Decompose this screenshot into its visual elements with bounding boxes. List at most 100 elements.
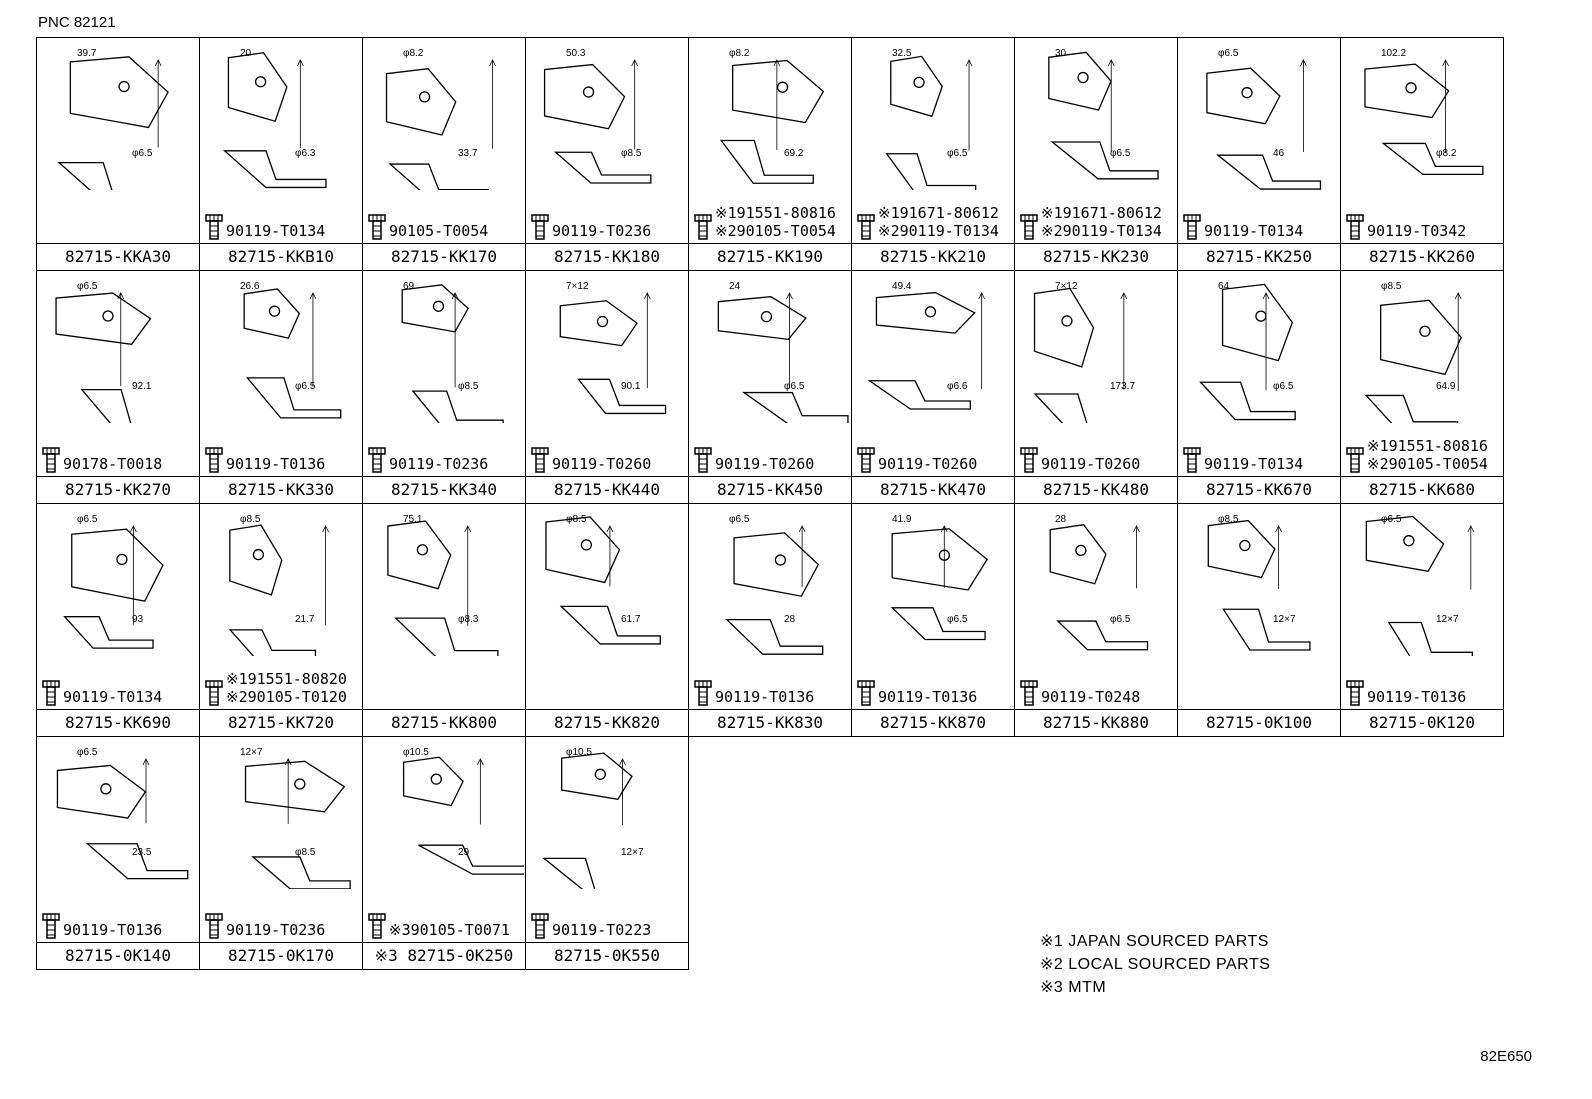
fastener-part-number[interactable]: 90119-T0236 — [552, 222, 652, 240]
dimension-label: φ8.5 — [566, 514, 587, 525]
dimension-label: φ8.2 — [1436, 148, 1457, 159]
dimension-label: φ6.6 — [947, 381, 968, 392]
dimension-label: φ6.5 — [1273, 381, 1294, 392]
fastener-part-number[interactable]: 90119-T0136 — [63, 921, 163, 939]
dimension-label: 69 — [403, 281, 415, 292]
part-number[interactable]: 82715-KK450 — [689, 476, 851, 503]
dimension-label: 28 — [1055, 514, 1067, 525]
part-number[interactable]: 82715-KK670 — [1178, 476, 1340, 503]
part-number[interactable]: 82715-KK880 — [1015, 709, 1177, 736]
fastener-part-number[interactable]: ※290119-T0134 — [878, 222, 999, 240]
dimension-label: φ6.5 — [1218, 48, 1239, 59]
fastener-part-number[interactable]: 90119-T0136 — [878, 688, 978, 706]
bolt-icon — [1183, 214, 1201, 240]
part-number[interactable]: 82715-KK230 — [1015, 243, 1177, 270]
part-number[interactable]: ※3 82715-0K250 — [363, 942, 525, 969]
part-number[interactable]: 82715-0K120 — [1341, 709, 1503, 736]
bracket-sketch-icon — [57, 56, 169, 190]
bracket-sketch-icon — [725, 525, 824, 655]
part-number[interactable]: 82715-0K140 — [37, 942, 199, 969]
fastener-part-number[interactable]: 90119-T0134 — [226, 222, 326, 240]
fastener-part-number[interactable]: 90119-T0236 — [389, 455, 489, 473]
part-number[interactable]: 82715-KK340 — [363, 476, 525, 503]
fastener-part-number[interactable]: 90119-T0342 — [1367, 222, 1467, 240]
fastener-part-number[interactable]: 90119-T0248 — [1041, 688, 1141, 706]
fastener-callout: 90119-T0260 — [530, 447, 651, 473]
fastener-part-number[interactable]: 90119-T0134 — [1204, 222, 1304, 240]
fastener-part-number[interactable]: 90119-T0134 — [63, 688, 163, 706]
part-number[interactable]: 82715-KK330 — [200, 476, 362, 503]
part-number[interactable]: 82715-KKB10 — [200, 243, 362, 270]
dimension-label: φ6.5 — [947, 148, 968, 159]
part-number[interactable]: 82715-KK210 — [852, 243, 1014, 270]
part-number[interactable]: 82715-KK480 — [1015, 476, 1177, 503]
fastener-part-number[interactable]: 90105-T0054 — [389, 222, 489, 240]
fastener-part-number[interactable]: ※191551-80816 — [1367, 437, 1488, 455]
fastener-part-number[interactable]: 90119-T0260 — [878, 455, 978, 473]
part-number[interactable]: 82715-0K550 — [526, 942, 688, 969]
part-number[interactable]: 82715-KK250 — [1178, 243, 1340, 270]
bracket-sketch-icon — [719, 59, 825, 184]
part-number[interactable]: 82715-KK820 — [526, 709, 688, 736]
fastener-part-number[interactable]: 90119-T0136 — [1367, 688, 1467, 706]
fastener-part-number[interactable]: ※191671-80612 — [878, 204, 999, 222]
fastener-part-number[interactable]: ※191551-80816 — [715, 204, 836, 222]
fastener-part-number[interactable]: 90119-T0260 — [1041, 455, 1141, 473]
bracket-sketch-icon — [1364, 292, 1462, 423]
part-number[interactable]: 82715-KK190 — [689, 243, 851, 270]
fastener-part-number[interactable]: 90119-T0136 — [226, 455, 326, 473]
fastener-part-number[interactable]: ※290105-T0054 — [1367, 455, 1488, 473]
part-number[interactable]: 82715-KK800 — [363, 709, 525, 736]
fastener-part-number[interactable]: 90119-T0223 — [552, 921, 652, 939]
part-number[interactable]: 82715-KK830 — [689, 709, 851, 736]
part-number[interactable]: 82715-KK180 — [526, 243, 688, 270]
bolt-icon — [368, 447, 386, 473]
part-number[interactable]: 82715-KK870 — [852, 709, 1014, 736]
bracket-sketch-icon — [1207, 519, 1311, 651]
dimension-label: φ6.5 — [77, 747, 98, 758]
dimension-label: 24 — [729, 281, 741, 292]
fastener-part-number[interactable]: ※290105-T0054 — [715, 222, 836, 240]
part-number[interactable]: 82715-KK690 — [37, 709, 199, 736]
note-local-sourced: ※2 LOCAL SOURCED PARTS — [1040, 956, 1271, 973]
part-number[interactable]: 82715-KK440 — [526, 476, 688, 503]
dimension-label: 12×7 — [621, 847, 644, 858]
fastener-callout: 90119-T0134 — [1182, 214, 1303, 240]
part-number[interactable]: 82715-KKA30 — [37, 243, 199, 270]
fastener-part-number[interactable]: 90119-T0236 — [226, 921, 326, 939]
fastener-part-number[interactable]: ※290119-T0134 — [1041, 222, 1162, 240]
fastener-part-number[interactable]: 90119-T0136 — [715, 688, 815, 706]
fastener-part-number[interactable]: 90178-T0018 — [63, 455, 163, 473]
dimension-label: 26.6 — [240, 281, 260, 292]
fastener-part-number[interactable]: ※191671-80612 — [1041, 204, 1162, 222]
part-number[interactable]: 82715-0K170 — [200, 942, 362, 969]
dimension-label: φ8.5 — [1381, 281, 1402, 292]
fastener-part-number[interactable]: 90119-T0260 — [715, 455, 815, 473]
part-number[interactable]: 82715-KK270 — [37, 476, 199, 503]
dimension-label: 12×7 — [240, 747, 263, 758]
part-number[interactable]: 82715-0K100 — [1178, 709, 1340, 736]
part-number[interactable]: 82715-KK470 — [852, 476, 1014, 503]
part-number[interactable]: 82715-KK260 — [1341, 243, 1503, 270]
fastener-part-number[interactable]: ※290105-T0120 — [226, 688, 347, 706]
dimension-label: 7×12 — [566, 281, 589, 292]
bolt-icon — [857, 680, 875, 706]
fastener-callout: ※390105-T0071 — [367, 913, 510, 939]
bolt-icon — [531, 447, 549, 473]
dimension-label: φ6.5 — [729, 514, 750, 525]
bolt-icon — [531, 214, 549, 240]
part-number[interactable]: 82715-KK680 — [1341, 476, 1503, 503]
fastener-part-number[interactable]: ※390105-T0071 — [389, 921, 510, 939]
fastener-part-number[interactable]: 90119-T0134 — [1204, 455, 1304, 473]
fastener-part-number[interactable]: ※191551-80820 — [226, 670, 347, 688]
fastener-callout: 90119-T0134 — [204, 214, 325, 240]
part-number[interactable]: 82715-KK720 — [200, 709, 362, 736]
part-number[interactable]: 82715-KK170 — [363, 243, 525, 270]
dimension-label: 12×7 — [1273, 614, 1296, 625]
bolt-icon — [368, 214, 386, 240]
fastener-part-number[interactable]: 90119-T0260 — [552, 455, 652, 473]
